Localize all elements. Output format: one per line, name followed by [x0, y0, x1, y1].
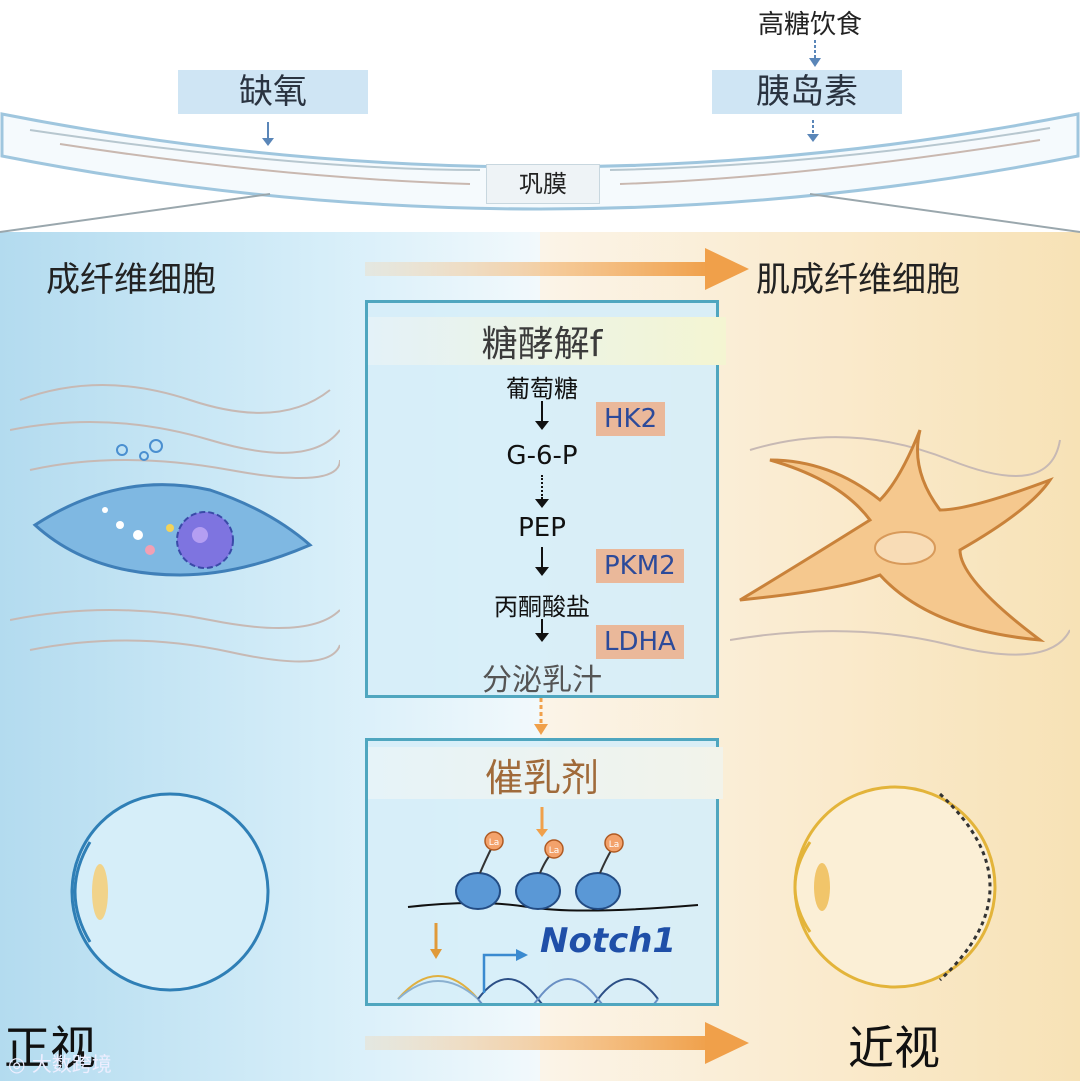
watermark-icon: ◎: [8, 1052, 26, 1076]
normal-eye-icon: [70, 792, 270, 992]
fibroblast-label: 成纤维细胞: [46, 260, 216, 300]
sclera-illustration: [0, 112, 1080, 233]
arrow-head-icon: [535, 633, 549, 642]
glycolysis-panel: 糖酵解f 葡萄糖 HK2 G-6-P PEP PKM2 丙酮酸盐 LDHA 分泌…: [365, 300, 726, 698]
watermark-logo: ◎ 大数跨境: [8, 1048, 112, 1077]
sclera-label: 巩膜: [486, 164, 600, 204]
step-pyruvate: 丙酮酸盐: [494, 593, 590, 621]
lactyl-mark-label: La: [489, 838, 500, 848]
glycolysis-title: 糖酵解f: [481, 324, 603, 365]
progression-arrow-icon: [365, 1022, 749, 1064]
connector-arrow-icon: [534, 698, 548, 735]
diet-arrow-icon: [809, 40, 821, 67]
arrow-icon: [541, 401, 543, 423]
step-g6p: G-6-P: [506, 441, 578, 471]
step-pep: PEP: [518, 513, 566, 543]
enzyme-hk2: HK2: [596, 402, 666, 436]
myofibroblast-cell-illustration: [730, 429, 1070, 656]
hypoxia-label: 缺氧: [178, 70, 368, 114]
lactyl-mark-label: La: [609, 840, 620, 850]
dotted-arrow-icon: [541, 475, 543, 499]
arrow-head-icon: [535, 499, 549, 508]
arrow-head-icon: [535, 421, 549, 430]
normal-vision-label: 正视: [4, 1021, 96, 1075]
lactate-title-bar: [368, 747, 723, 799]
watermark-text: 大数跨境: [31, 1052, 112, 1076]
myopic-eye-icon: [793, 785, 997, 989]
high-sugar-diet-label: 高糖饮食: [757, 10, 862, 40]
insulin-label: 胰岛素: [712, 70, 902, 114]
lactyl-mark-label: La: [549, 846, 560, 856]
lactate-panel: 催乳剂 La La La Notch1: [365, 738, 723, 1006]
gene-notch1-label: Notch1: [540, 921, 677, 961]
enzyme-ldha: LDHA: [596, 625, 684, 659]
arrow-head-icon: [535, 567, 549, 576]
glycolysis-title-bar: [368, 317, 726, 365]
histone-lactylation-illustration: La La La: [397, 807, 699, 1003]
enzyme-pkm2: PKM2: [596, 549, 684, 583]
myofibroblast-label: 肌成纤维细胞: [756, 260, 960, 300]
differentiation-arrow-icon: [365, 248, 749, 290]
arrow-icon: [541, 547, 543, 569]
step-glucose: 葡萄糖: [506, 375, 578, 403]
myopia-label: 近视: [848, 1021, 940, 1075]
step-lactate-secretion: 分泌乳汁: [482, 663, 602, 698]
lactate-title: 催乳剂: [484, 756, 599, 800]
fibroblast-cell-illustration: [10, 384, 340, 663]
arrow-icon: [541, 619, 543, 635]
